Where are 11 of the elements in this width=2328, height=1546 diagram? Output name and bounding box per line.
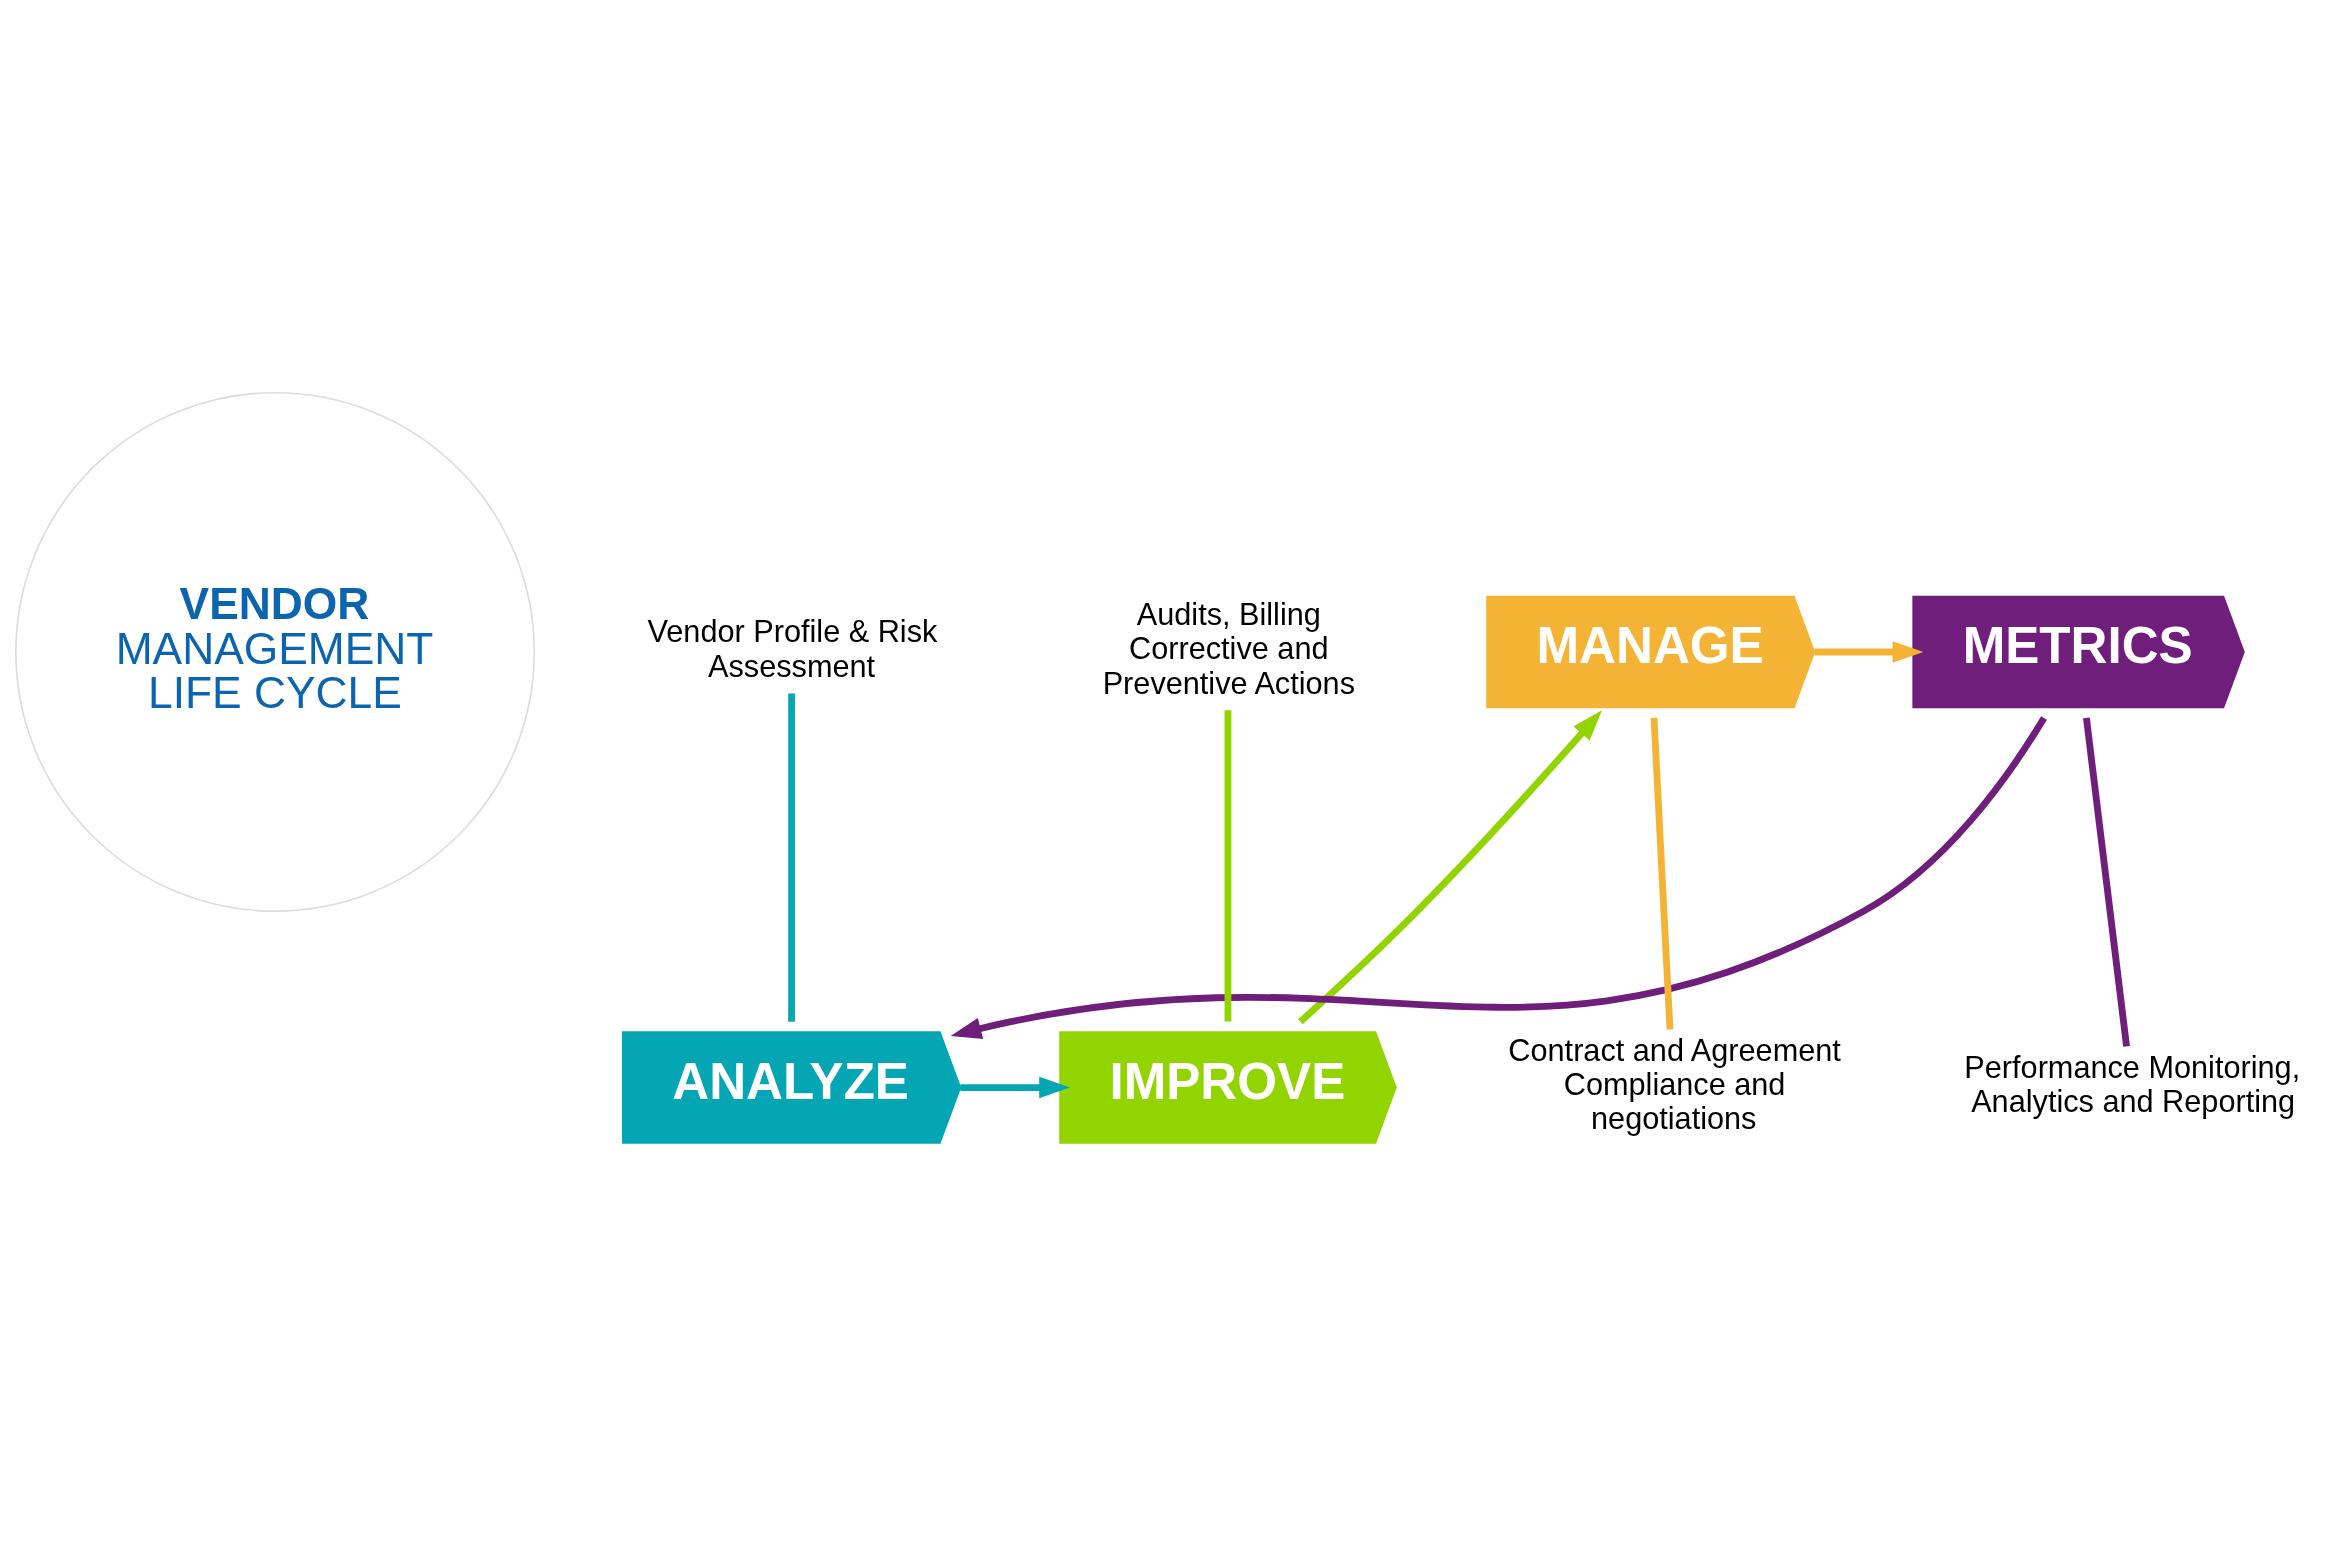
arrow [950, 716, 2047, 1039]
connector [2083, 717, 2130, 1047]
node-circle: VENDOR MANAGEMENT LIFE CYCLE [15, 391, 536, 913]
node-text: Contract and Agreement Compliance and negotiations [1508, 1032, 1841, 1137]
arrow [960, 1076, 1070, 1099]
arrow [1298, 710, 1602, 1025]
node-text: Audits, Billing Corrective and Preventive Actions [1102, 597, 1355, 701]
node-text: Vendor Profile & Risk Assessment [647, 614, 938, 684]
node-text: Performance Monitoring, Analytics and Reporting [1964, 1050, 2301, 1120]
arrow [1814, 641, 1924, 663]
connector [1650, 717, 1674, 1030]
